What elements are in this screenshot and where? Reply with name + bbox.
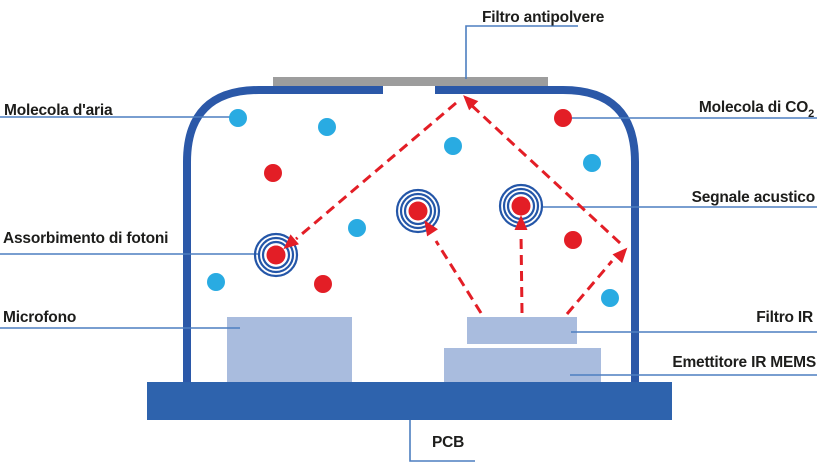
arrowhead-at-wall — [612, 247, 628, 264]
label-ir-filter: Filtro IR — [756, 309, 813, 326]
label-dust-filter: Filtro antipolvere — [482, 9, 605, 26]
air-molecule-dot — [444, 137, 462, 155]
label-microphone: Microfono — [3, 309, 76, 326]
dust-filter-bar — [273, 77, 548, 86]
acoustic-ring — [403, 196, 433, 226]
labels: Filtro antipolvere Molecola d'aria Molec… — [3, 9, 816, 451]
acoustic-ring — [253, 232, 299, 278]
ir-beams — [295, 101, 622, 315]
acoustic-ring — [257, 236, 295, 274]
excited-co2-molecule-dot — [408, 201, 428, 221]
ir-filter-box — [467, 317, 577, 344]
excited-co2-molecule-dot — [511, 196, 531, 216]
air-molecule-dot — [583, 154, 601, 172]
leader-dust-filter — [465, 25, 578, 79]
label-co2-molecule: Molecola di CO2 — [699, 99, 814, 120]
label-acoustic-signal: Segnale acustico — [692, 189, 815, 206]
ir-beam-emitter-to-co2-up — [519, 232, 524, 314]
ir-beam-filter-to-co2 — [295, 101, 457, 241]
co2-molecule-dot — [564, 231, 582, 249]
components — [227, 317, 601, 382]
chamber-walls — [183, 86, 639, 383]
arrowhead-at-co2-left — [283, 234, 299, 250]
acoustic-ring — [261, 240, 291, 270]
chamber-wall-right — [435, 86, 639, 383]
arrowhead-at-circle1 — [424, 220, 438, 237]
label-pcb: PCB — [432, 434, 464, 451]
acoustic-ring — [395, 188, 441, 234]
air-molecule-dot — [207, 273, 225, 291]
air-molecule-dot — [348, 219, 366, 237]
ir-emitter-box — [444, 348, 601, 382]
label-photon-absorption: Assorbimento di fotoni — [3, 230, 168, 247]
acoustic-signal-rings — [253, 183, 544, 278]
leader-lines — [0, 25, 817, 462]
ir-beam-emitter-to-co2-left — [434, 240, 483, 314]
pcb-board — [147, 382, 672, 420]
ir-beam-arrowheads — [283, 95, 628, 264]
acoustic-ring — [399, 192, 437, 230]
excited-co2-molecule-dot — [266, 245, 286, 265]
chamber-wall-left — [183, 86, 383, 383]
ir-beam-wall-to-filter — [467, 101, 622, 245]
ir-beam-emitter-to-wall — [565, 260, 614, 315]
label-ir-emitter: Emettitore IR MEMS — [672, 354, 816, 371]
co2-molecule-dot — [314, 275, 332, 293]
co2-molecule-dot — [554, 109, 572, 127]
air-molecule-dot — [229, 109, 247, 127]
leader-pcb — [409, 420, 475, 462]
microphone-box — [227, 317, 352, 382]
arrowhead-at-filter — [463, 95, 479, 111]
co2-molecules — [264, 109, 582, 293]
label-air-molecule: Molecola d'aria — [4, 102, 113, 119]
air-molecules — [207, 109, 619, 307]
arrowhead-at-circle2 — [514, 215, 528, 230]
co2-molecule-dot — [264, 164, 282, 182]
air-molecule-dot — [318, 118, 336, 136]
air-molecule-dot — [601, 289, 619, 307]
